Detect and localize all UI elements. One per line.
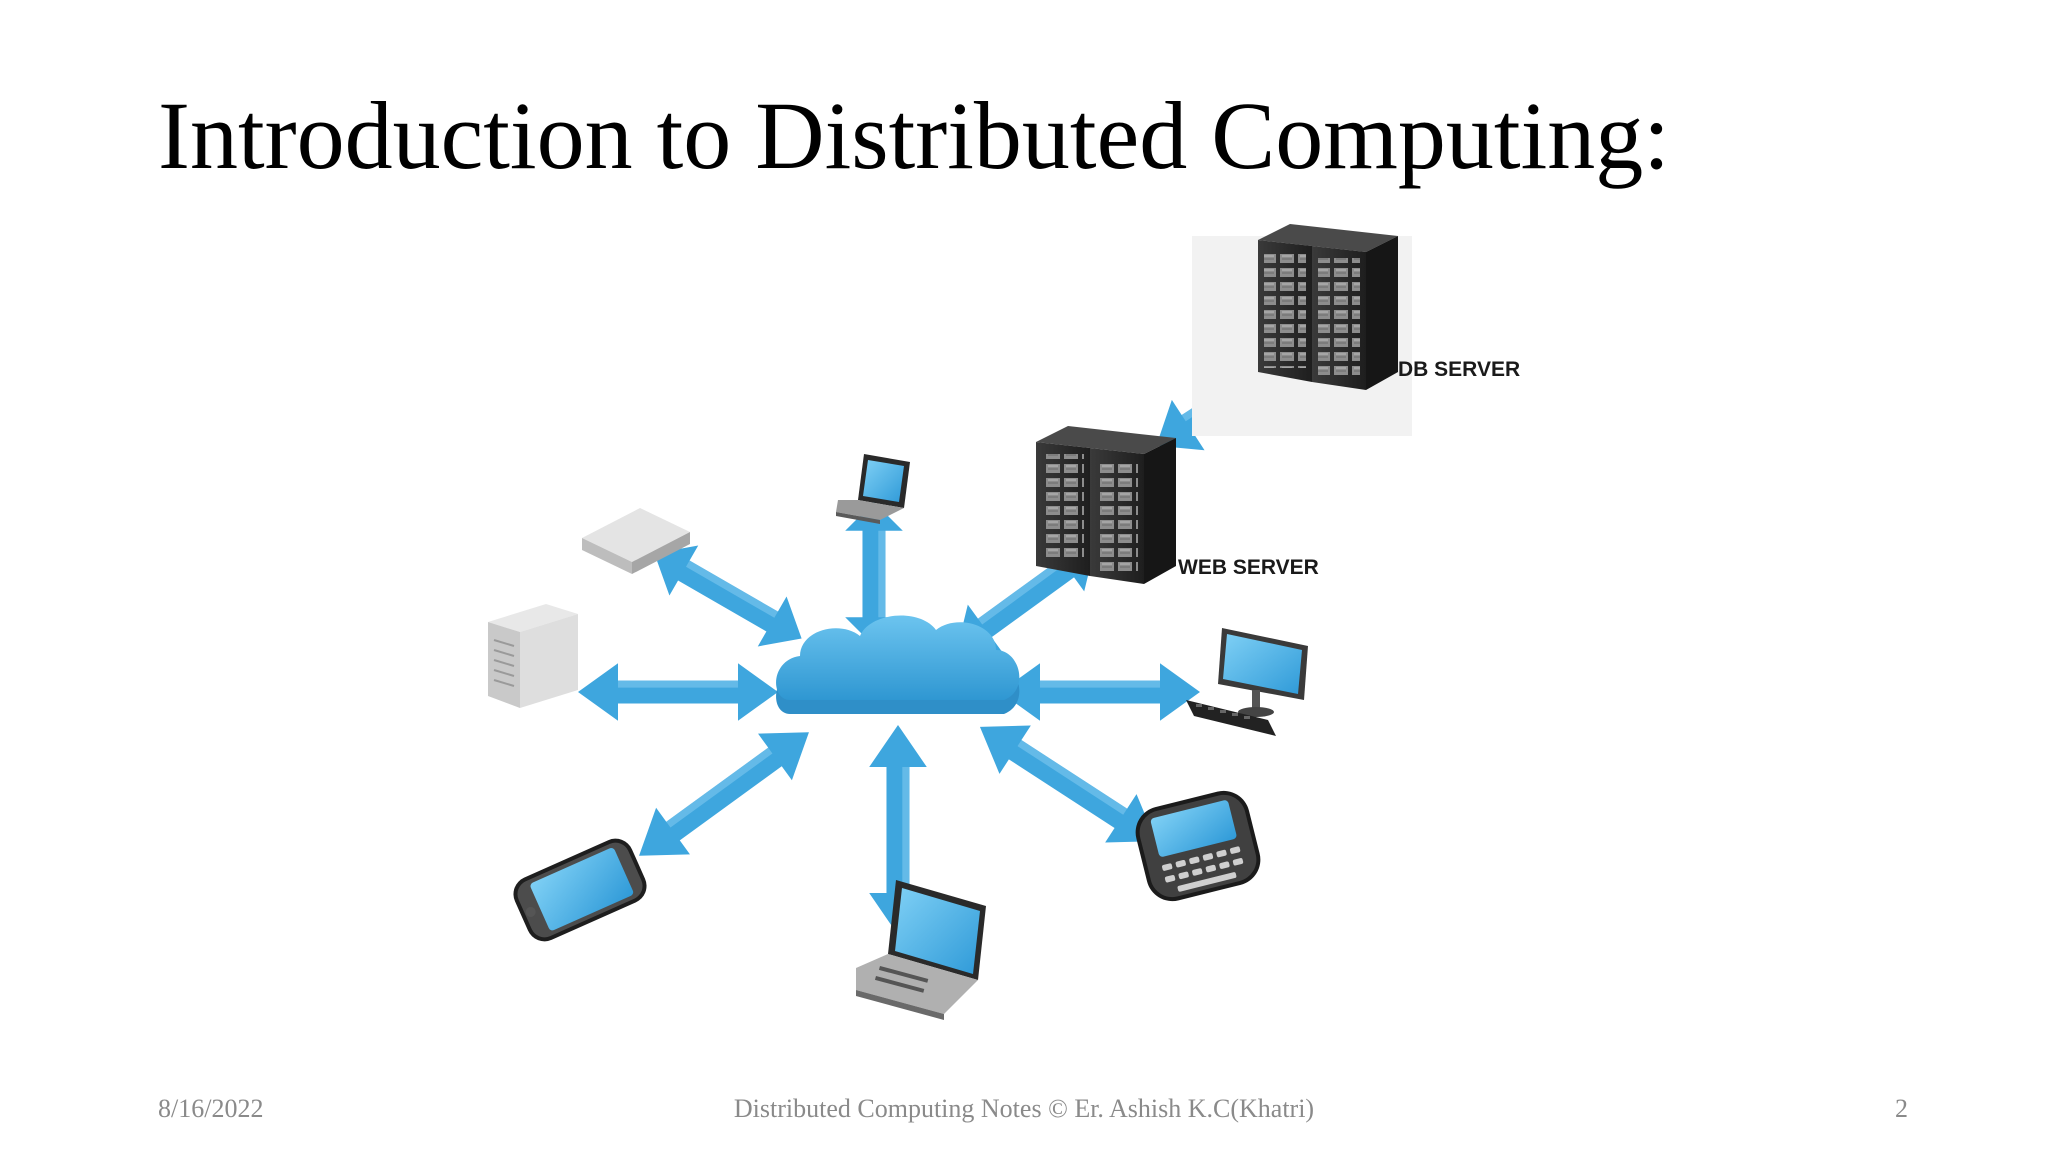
laptop-icon xyxy=(836,454,910,524)
page-number: 2 xyxy=(1895,1094,1908,1123)
db-server-label: DB SERVER xyxy=(1398,358,1520,381)
smartphone-icon xyxy=(513,838,647,942)
db-server-icon: DB SERVER xyxy=(1192,224,1520,436)
desktop-monitor-icon xyxy=(1186,628,1308,736)
laptop-icon-bottom xyxy=(856,880,986,1020)
footer-date: 8/16/2022 xyxy=(158,1094,264,1123)
arrow-phone-left-cloud xyxy=(622,708,826,880)
tower-pc-icon xyxy=(488,604,578,708)
smartphone-icon-right xyxy=(1135,790,1261,902)
arrow-tower-cloud xyxy=(578,663,778,721)
web-server-icon: WEB SERVER xyxy=(1036,426,1319,584)
web-server-label: WEB SERVER xyxy=(1178,556,1319,579)
cloud-icon xyxy=(776,615,1020,714)
router-icon xyxy=(582,508,690,574)
arrow-desktop-cloud xyxy=(1000,663,1200,721)
footer-notes: Distributed Computing Notes © Er. Ashish… xyxy=(733,1094,1315,1123)
slide-title: Introduction to Distributed Computing: xyxy=(158,82,1670,189)
